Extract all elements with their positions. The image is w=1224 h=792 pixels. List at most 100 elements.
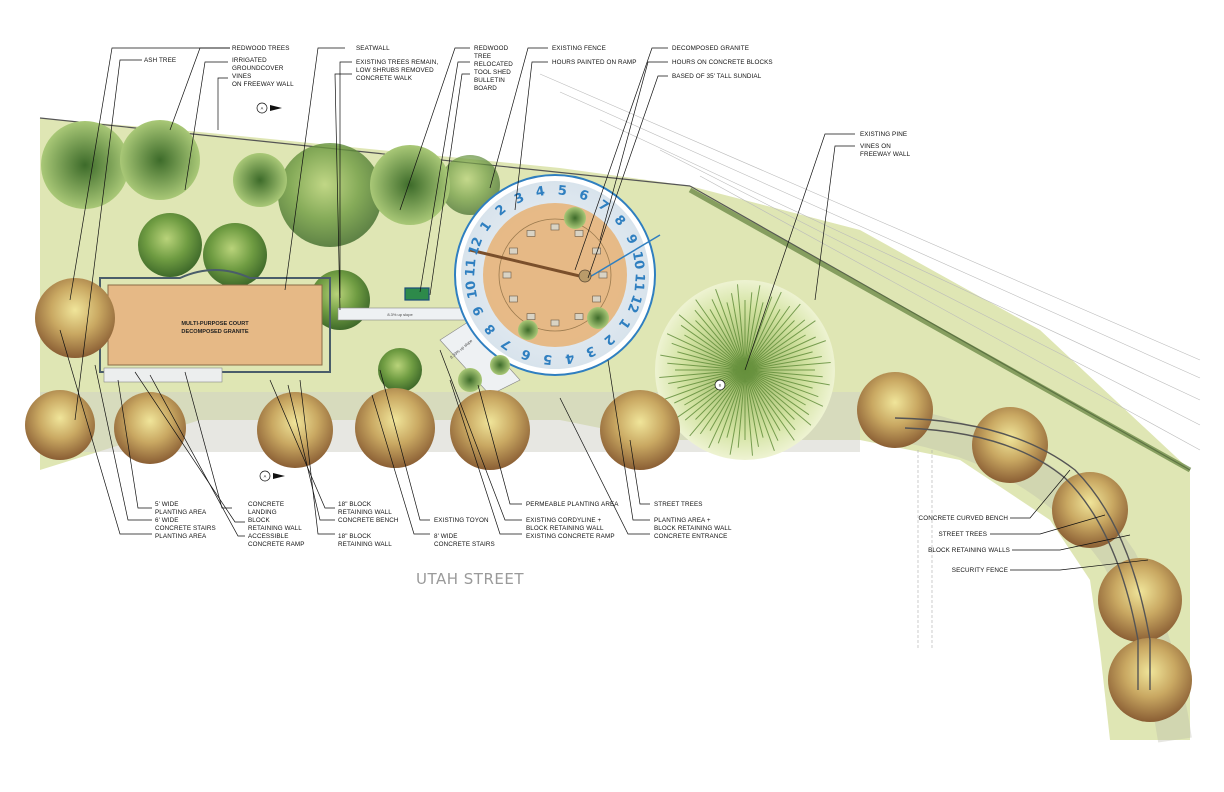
label-relocated-shed-1: RELOCATED <box>474 61 513 68</box>
pine-needle <box>695 369 746 420</box>
pine-needle <box>744 369 775 451</box>
redwood-trees <box>41 120 450 225</box>
label-block-18a-2: RETAINING WALL <box>338 509 392 516</box>
concrete-walk: 8.3% up slope 8.33% up slope <box>337 287 521 396</box>
pine-needle <box>666 333 746 371</box>
pine-needle <box>744 320 795 371</box>
sundial-hour-10: 10 <box>629 250 647 270</box>
pine-needle <box>711 299 746 371</box>
pine-needle <box>744 369 764 438</box>
hour-block <box>509 247 518 255</box>
pine-needle <box>729 369 746 455</box>
sundial-palms <box>458 207 609 392</box>
label-stairs-8-1: 8' WIDE <box>434 533 458 540</box>
ramp-slope-label-1: 8.3% up slope <box>387 312 413 317</box>
hour-block <box>550 319 560 327</box>
pine-needle <box>684 369 746 421</box>
hour-block <box>574 313 584 320</box>
label-planting-block-2: BLOCK RETAINING WALL <box>654 525 732 532</box>
pine-needle <box>744 356 822 371</box>
label-accessible-ramp-1: ACCESSIBLE <box>248 533 289 540</box>
pine-needle <box>694 309 746 371</box>
pine-needle <box>709 369 746 431</box>
pine-needle <box>668 369 746 384</box>
sundial-hour-5: 5 <box>557 183 567 199</box>
pine-needle <box>726 369 746 438</box>
pine-needle <box>744 351 813 371</box>
label-redwood-trees: REDWOOD TREES <box>232 45 290 52</box>
label-stairs-6-1: 6' WIDE <box>155 517 179 524</box>
label-security-fence: SECURITY FENCE <box>952 567 1008 574</box>
sundial-hour-4: 4 <box>535 184 547 200</box>
pine-needle <box>689 369 746 437</box>
label-block-wall-1: BLOCK <box>248 517 271 524</box>
pine-needle <box>678 314 746 371</box>
pine-needle <box>674 369 746 420</box>
hour-block <box>526 313 536 320</box>
freeway-vines <box>688 187 1192 473</box>
label-existing-ramp: EXISTING CONCRETE RAMP <box>526 533 615 540</box>
label-stairs-8-2: CONCRETE STAIRS <box>434 541 495 548</box>
pine-needle <box>744 336 816 371</box>
label-block-18a-1: 18" BLOCK <box>338 501 372 508</box>
label-bulletin-2: BOARD <box>474 85 497 92</box>
section-marker-pine-label: B <box>719 383 722 388</box>
label-planting-block-1: PLANTING AREA + <box>654 517 711 524</box>
label-accessible-ramp-2: CONCRETE RAMP <box>248 541 305 548</box>
label-permeable-planting: PERMEABLE PLANTING AREA <box>526 501 619 508</box>
pine-needle <box>709 309 746 371</box>
label-block-wall-2: RETAINING WALL <box>248 525 302 532</box>
court-label-line1: MULTI-PURPOSE COURT <box>181 321 249 327</box>
multi-purpose-court: MULTI-PURPOSE COURT DECOMPOSED GRANITE <box>99 269 331 383</box>
pine-needle <box>737 284 746 371</box>
label-existing-fence: EXISTING FENCE <box>552 45 606 52</box>
pine-needle <box>744 369 753 456</box>
pine-needle <box>744 369 830 386</box>
top-labels: REDWOOD TREES ASH TREE IRRIGATED GROUNDC… <box>144 45 910 158</box>
pine-needle <box>744 369 779 441</box>
section-marker-top: A <box>256 102 282 114</box>
pine-needle <box>744 334 806 371</box>
label-bulletin-1: BULLETIN <box>474 77 505 84</box>
label-block-18b-2: RETAINING WALL <box>338 541 392 548</box>
pine-needle <box>677 369 746 389</box>
pine-needle <box>695 299 746 371</box>
pine-needle <box>744 302 764 371</box>
hour-block <box>550 223 560 231</box>
hour-block <box>598 271 608 279</box>
label-hours-ramp: HOURS PAINTED ON RAMP <box>552 59 637 66</box>
pine-needle <box>744 369 796 431</box>
label-planting-area: PLANTING AREA <box>155 533 207 540</box>
court-label-line2: DECOMPOSED GRANITE <box>181 329 248 335</box>
pine-needle <box>671 342 746 371</box>
pine-needle <box>744 291 782 371</box>
callout-leaders <box>59 47 1149 571</box>
pine-needle <box>674 369 746 404</box>
pine-needle <box>744 369 813 389</box>
hour-block <box>502 271 512 279</box>
label-sundial-base: BASED OF 35' TALL SUNDIAL <box>672 73 762 80</box>
label-vines-freeway-2: ON FREEWAY WALL <box>232 81 294 88</box>
label-street-trees-bottom: STREET TREES <box>654 501 703 508</box>
pine-needle <box>667 362 746 371</box>
label-street-trees-right: STREET TREES <box>938 531 987 538</box>
pine-needle <box>715 289 746 371</box>
label-cordyline-2: BLOCK RETAINING WALL <box>526 525 604 532</box>
sundial-hour-12: 12 <box>624 293 644 315</box>
label-relocated-shed-2: TOOL SHED <box>474 69 511 76</box>
label-vines-freeway-1: VINES <box>232 73 251 80</box>
label-block-walls: BLOCK RETAINING WALLS <box>928 547 1010 554</box>
sundial-hour-23: 11 <box>463 258 480 277</box>
label-seatwall: SEATWALL <box>356 45 390 52</box>
street-name: UTAH STREET <box>416 570 524 588</box>
right-labels: CONCRETE CURVED BENCH STREET TREES BLOCK… <box>919 515 1010 574</box>
label-concrete-landing-2: LANDING <box>248 509 277 516</box>
label-ash-tree: ASH TREE <box>144 57 176 64</box>
pine-needle <box>726 302 746 371</box>
pine-needle <box>744 340 826 371</box>
section-marker-pine: B <box>714 379 726 391</box>
pine-needle <box>744 285 761 371</box>
pine-needle <box>731 293 746 371</box>
label-concrete-entrance: CONCRETE ENTRANCE <box>654 533 727 540</box>
label-block-18b-1: 18" BLOCK <box>338 533 372 540</box>
